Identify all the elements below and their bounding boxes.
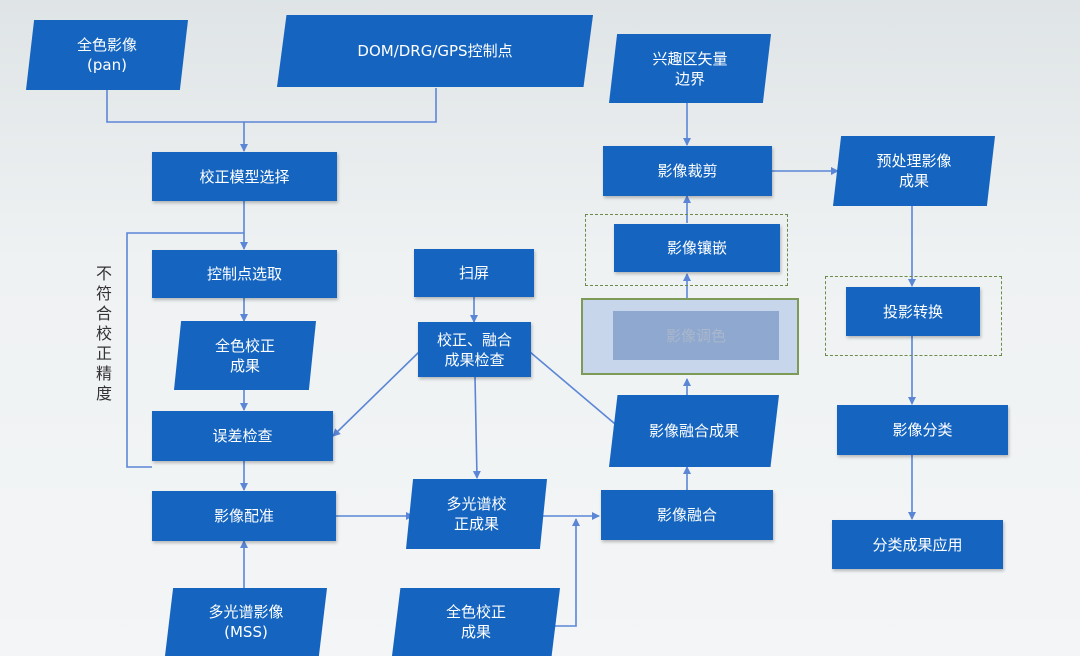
node-ms-ortho-result: 多光谱校 正成果 xyxy=(406,479,547,549)
node-pan-ortho-result-2-label: 全色校正 成果 xyxy=(445,603,506,641)
node-pan-ortho-result: 全色校正 成果 xyxy=(174,321,316,390)
node-error-check: 误差检查 xyxy=(152,411,333,461)
node-registration-label: 影像配准 xyxy=(213,507,274,525)
node-color-balance-label: 影像调色 xyxy=(665,326,726,345)
node-preprocess-result: 预处理影像 成果 xyxy=(833,136,995,206)
node-aoi-boundary: 兴趣区矢量 边界 xyxy=(609,34,771,103)
node-registration: 影像配准 xyxy=(152,491,336,541)
node-scan-label: 扫屏 xyxy=(458,264,489,282)
node-qc-check: 校正、融合 成果检查 xyxy=(418,322,531,377)
node-pan-image-label: 全色影像 (pan) xyxy=(76,36,137,74)
connector-control-to-model xyxy=(244,88,437,123)
node-classification-label: 影像分类 xyxy=(892,421,953,439)
connector-pan-to-model xyxy=(106,90,248,152)
node-qc-check-label: 校正、融合 成果检查 xyxy=(436,330,512,369)
node-gcp-select: 控制点选取 xyxy=(152,250,337,298)
node-image-clip: 影像裁剪 xyxy=(603,146,772,196)
node-reprojection-label: 投影转换 xyxy=(882,302,943,321)
node-model-select-label: 校正模型选择 xyxy=(199,167,290,186)
connector-pan-ortho2-to-fusion xyxy=(555,518,580,627)
side-label-accuracy-fail: 不符合校正精度 xyxy=(95,264,112,403)
node-image-clip-label: 影像裁剪 xyxy=(657,162,718,180)
node-pan-image: 全色影像 (pan) xyxy=(26,20,188,90)
node-color-balance: 影像调色 xyxy=(613,311,779,360)
node-fusion-result-label: 影像融合成果 xyxy=(648,422,739,440)
node-ms-image: 多光谱影像 (MSS) xyxy=(165,588,327,656)
node-model-select: 校正模型选择 xyxy=(152,152,337,201)
node-fusion-label: 影像融合 xyxy=(656,506,717,524)
node-scan: 扫屏 xyxy=(414,249,534,297)
node-ms-image-label: 多光谱影像 (MSS) xyxy=(208,603,284,641)
node-ms-ortho-result-label: 多光谱校 正成果 xyxy=(446,495,507,533)
node-control-source-label: DOM/DRG/GPS控制点 xyxy=(357,42,513,60)
node-aoi-boundary-label: 兴趣区矢量 边界 xyxy=(652,49,728,88)
node-fusion-result: 影像融合成果 xyxy=(609,395,779,467)
reprojection-group-frame xyxy=(825,276,1002,356)
mosaic-group-frame xyxy=(585,214,788,286)
node-pan-ortho-result-2: 全色校正 成果 xyxy=(392,588,560,656)
node-mosaic: 影像镶嵌 xyxy=(614,224,780,272)
connector-feedback-loop xyxy=(126,232,244,468)
node-pan-ortho-result-label: 全色校正 成果 xyxy=(214,336,275,375)
node-class-application: 分类成果应用 xyxy=(832,520,1003,569)
node-fusion: 影像融合 xyxy=(601,490,773,540)
node-preprocess-result-label: 预处理影像 成果 xyxy=(876,152,952,190)
node-error-check-label: 误差检查 xyxy=(212,427,273,445)
node-class-application-label: 分类成果应用 xyxy=(872,535,963,554)
node-mosaic-label: 影像镶嵌 xyxy=(666,239,727,257)
node-classification: 影像分类 xyxy=(837,405,1008,455)
node-gcp-select-label: 控制点选取 xyxy=(206,265,282,283)
connector-qc-to-ms-ortho xyxy=(472,376,481,479)
node-reprojection: 投影转换 xyxy=(846,287,980,336)
connector-qc-to-fusion-result xyxy=(529,351,622,430)
connector-qc-to-error xyxy=(332,351,420,437)
node-control-source: DOM/DRG/GPS控制点 xyxy=(277,15,593,87)
